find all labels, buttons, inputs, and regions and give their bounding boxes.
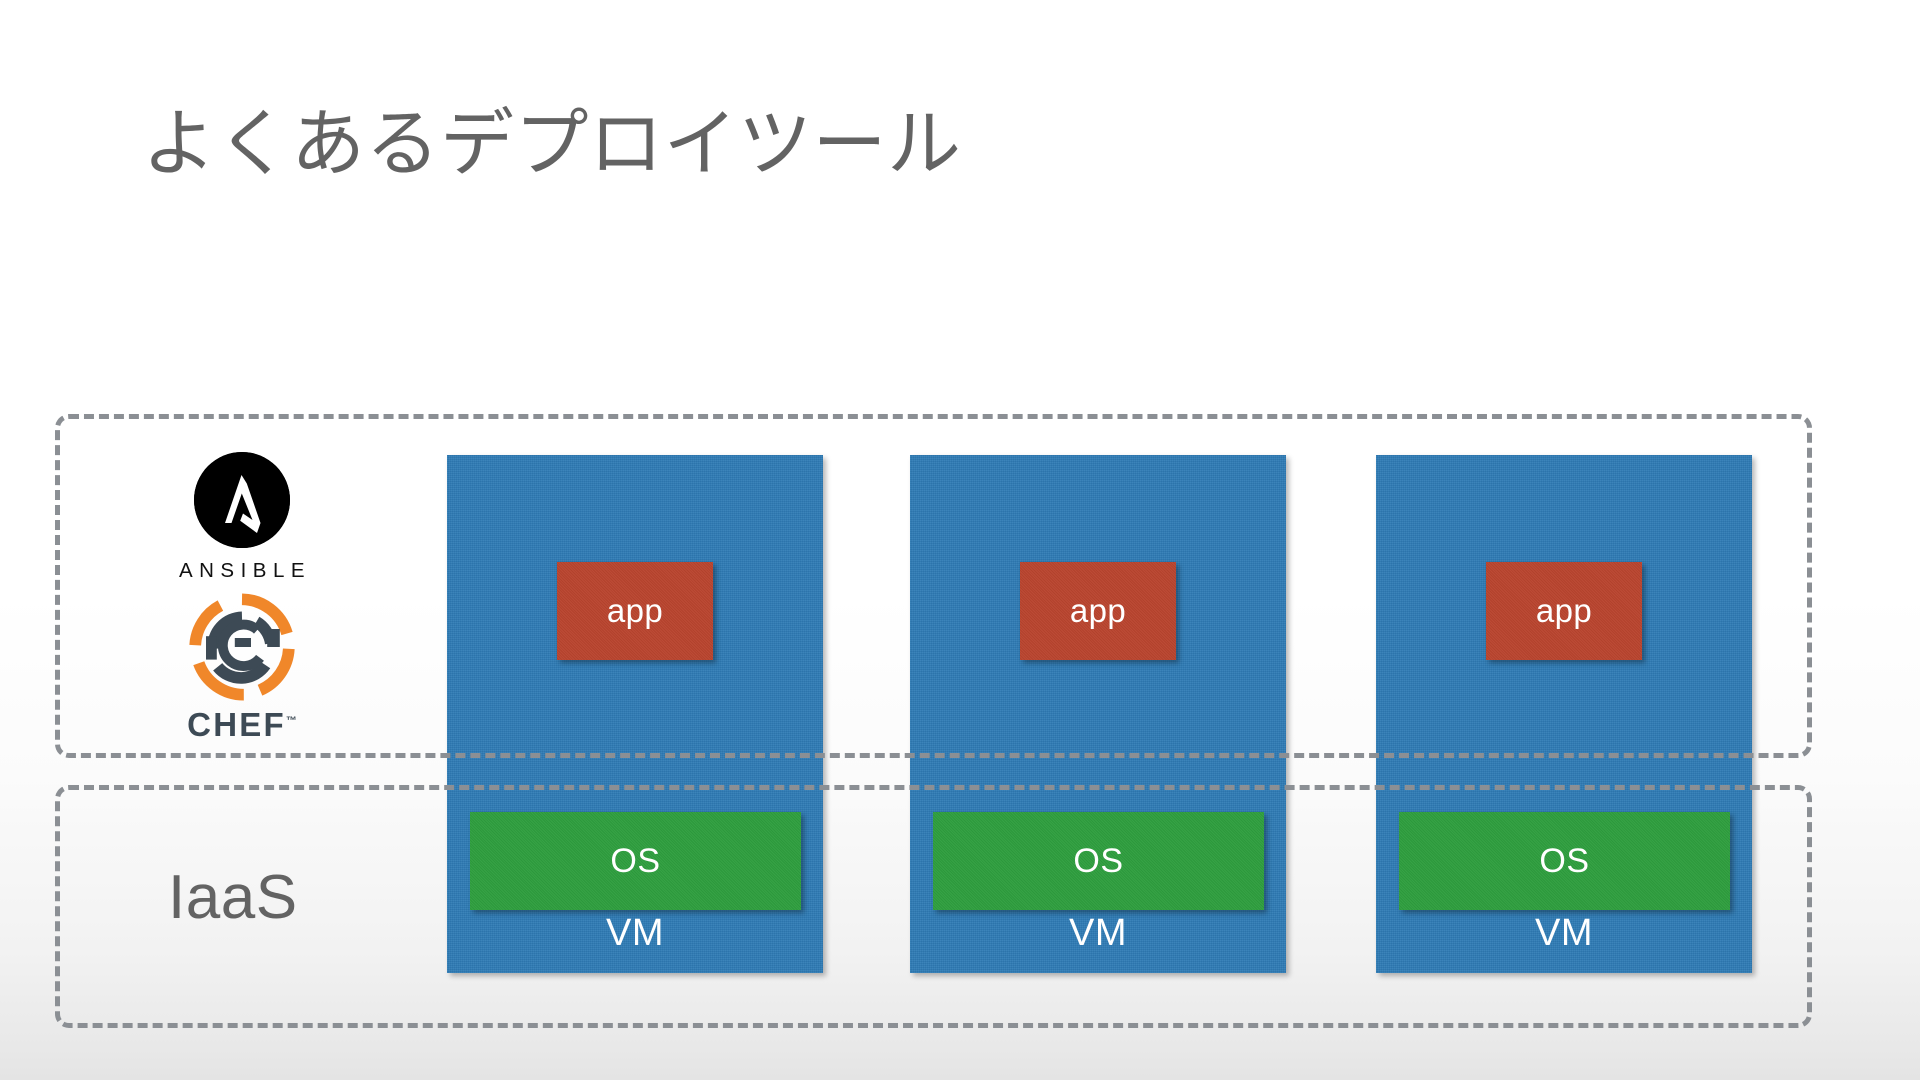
app-box: app <box>1020 562 1176 660</box>
chef-wordmark: CHEF <box>187 706 286 743</box>
chef-mark-icon <box>188 593 296 701</box>
vm-box: app OS VM <box>910 455 1286 973</box>
chef-wordmark-group: CHEF™ <box>187 706 297 744</box>
os-box: OS <box>470 812 801 910</box>
ansible-mark-icon <box>194 452 290 548</box>
chef-trademark-icon: ™ <box>285 715 297 727</box>
os-label: OS <box>610 841 661 880</box>
app-box: app <box>557 562 713 660</box>
iaas-label: IaaS <box>168 863 298 932</box>
app-label: app <box>606 592 664 629</box>
vm-box: app OS VM <box>447 455 823 973</box>
vm-label: VM <box>1069 912 1127 954</box>
chef-logo: CHEF™ <box>162 593 322 744</box>
os-label: OS <box>1539 841 1590 880</box>
vm-box: app OS VM <box>1376 455 1752 973</box>
iaas-group-box <box>55 785 1812 1028</box>
os-box: OS <box>1399 812 1730 910</box>
ansible-wordmark: ANSIBLE <box>178 559 312 582</box>
os-box: OS <box>933 812 1264 910</box>
vm-label: VM <box>1535 912 1593 954</box>
deploy-tools-group-box <box>55 414 1812 758</box>
app-label: app <box>1069 592 1127 629</box>
app-label: app <box>1535 592 1593 629</box>
app-box: app <box>1486 562 1642 660</box>
ansible-logo: ANSIBLE <box>162 452 322 583</box>
vm-label: VM <box>606 912 664 954</box>
os-label: OS <box>1073 841 1124 880</box>
page-title: よくあるデプロイツール <box>142 102 962 185</box>
